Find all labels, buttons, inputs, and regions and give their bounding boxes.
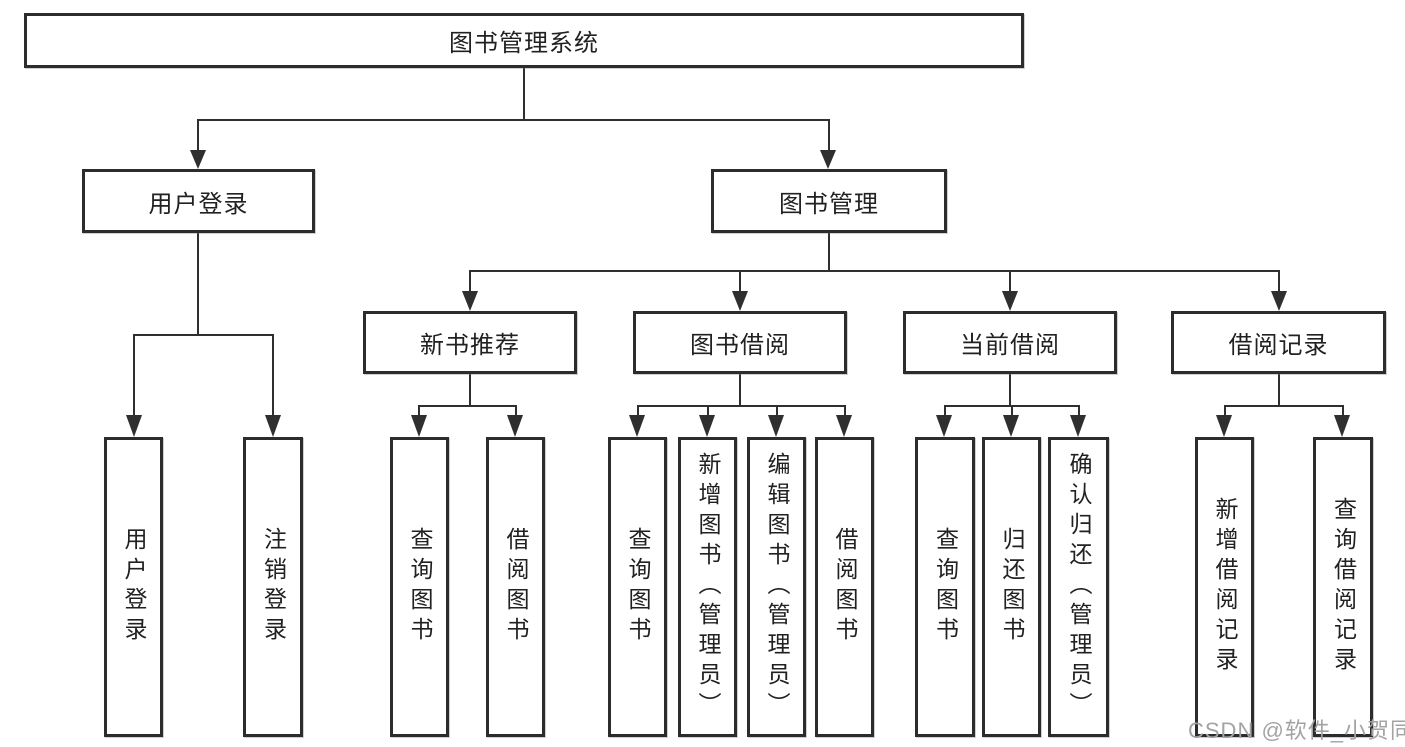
- leaf-query-books-current: 查询图书: [915, 437, 975, 737]
- connector-line: [1224, 405, 1344, 407]
- node-user-login-label: 用户登录: [148, 190, 249, 218]
- leaf-query-borrow-record: 查询借阅记录: [1313, 437, 1373, 737]
- leaf-add-borrow-record: 新增借阅记录: [1195, 437, 1254, 737]
- node-new-book-recommend-label: 新书推荐: [420, 332, 520, 359]
- node-borrow-records-label: 借阅记录: [1228, 332, 1329, 359]
- connector-line: [469, 270, 471, 293]
- connector-line: [1011, 405, 1013, 417]
- leaf-query-books-recommend: 查询图书: [390, 437, 449, 737]
- node-current-borrow-label: 当前借阅: [960, 332, 1060, 359]
- connector-line: [1009, 374, 1011, 407]
- leaf-confirm-return-admin: 确认归还（管理员）: [1048, 437, 1109, 737]
- leaf-confirm-return-admin-label: 确认归还（管理员）: [1066, 452, 1092, 722]
- arrow-down-icon: [411, 415, 427, 437]
- arrow-down-icon: [936, 415, 952, 437]
- connector-line: [739, 270, 741, 293]
- leaf-query-borrow-record-label: 查询借阅记录: [1330, 497, 1357, 677]
- connector-line: [637, 405, 846, 407]
- node-borrow-records: 借阅记录: [1171, 311, 1386, 374]
- leaf-logout-label: 注销登录: [260, 527, 287, 647]
- leaf-return-books: 归还图书: [982, 437, 1041, 737]
- arrow-down-icon: [1002, 291, 1018, 311]
- connector-line: [1342, 405, 1344, 417]
- csdn-watermark: CSDN @软件_小贺同学: [1188, 718, 1405, 743]
- connector-line: [944, 405, 946, 417]
- connector-line: [828, 119, 830, 152]
- arrow-down-icon: [699, 415, 715, 437]
- connector-line: [1078, 405, 1080, 417]
- arrow-down-icon: [820, 150, 836, 169]
- arrow-down-icon: [462, 291, 478, 311]
- leaf-borrow-books-recommend-label: 借阅图书: [503, 527, 529, 647]
- arrow-down-icon: [265, 415, 281, 437]
- connector-line: [828, 233, 830, 272]
- arrow-down-icon: [1271, 291, 1287, 311]
- leaf-query-books-recommend-label: 查询图书: [407, 527, 433, 647]
- leaf-borrow-books-label: 借阅图书: [832, 527, 858, 647]
- connector-line: [637, 405, 639, 417]
- leaf-query-books-current-label: 查询图书: [932, 527, 959, 647]
- arrow-down-icon: [1216, 415, 1232, 437]
- arrow-down-icon: [190, 150, 206, 169]
- leaf-return-books-label: 归还图书: [999, 527, 1025, 647]
- connector-line: [197, 233, 199, 336]
- connector-line: [469, 374, 471, 407]
- node-root: 图书管理系统: [24, 13, 1024, 68]
- leaf-user-login: 用户登录: [104, 437, 163, 737]
- connector-line: [844, 405, 846, 417]
- connector-line: [1278, 374, 1280, 407]
- connector-line: [1009, 270, 1011, 293]
- leaf-borrow-books-recommend: 借阅图书: [486, 437, 545, 737]
- arrow-down-icon: [836, 415, 852, 437]
- connector-line: [523, 68, 525, 120]
- arrow-down-icon: [1334, 415, 1350, 437]
- leaf-query-books-borrow-label: 查询图书: [625, 527, 651, 647]
- leaf-add-borrow-record-label: 新增借阅记录: [1212, 497, 1238, 677]
- node-book-management: 图书管理: [711, 169, 947, 233]
- node-current-borrow: 当前借阅: [903, 311, 1117, 374]
- leaf-edit-book-admin: 编辑图书（管理员）: [747, 437, 806, 737]
- node-new-book-recommend: 新书推荐: [363, 311, 577, 374]
- leaf-user-login-label: 用户登录: [121, 527, 147, 647]
- node-book-borrow: 图书借阅: [633, 311, 847, 374]
- arrow-down-icon: [126, 415, 142, 437]
- arrow-down-icon: [1003, 415, 1019, 437]
- arrow-down-icon: [768, 415, 784, 437]
- connector-line: [197, 119, 199, 152]
- connector-line: [515, 405, 517, 417]
- arrow-down-icon: [732, 291, 748, 311]
- connector-line: [469, 270, 1280, 272]
- node-book-borrow-label: 图书借阅: [690, 332, 790, 359]
- node-user-login: 用户登录: [82, 169, 315, 233]
- leaf-add-book-admin-label: 新增图书（管理员）: [695, 452, 721, 722]
- connector-line: [197, 119, 830, 121]
- connector-line: [418, 405, 420, 417]
- node-root-label: 图书管理系统: [449, 30, 599, 57]
- leaf-add-book-admin: 新增图书（管理员）: [678, 437, 737, 737]
- connector-line: [272, 334, 274, 420]
- connector-line: [133, 334, 135, 420]
- arrow-down-icon: [507, 415, 523, 437]
- connector-line: [776, 405, 778, 417]
- connector-line: [707, 405, 709, 417]
- node-book-management-label: 图书管理: [779, 190, 879, 218]
- connector-line: [1224, 405, 1226, 417]
- arrow-down-icon: [1070, 415, 1086, 437]
- leaf-logout: 注销登录: [243, 437, 303, 737]
- connector-line: [133, 334, 274, 336]
- connector-line: [418, 405, 517, 407]
- leaf-edit-book-admin-label: 编辑图书（管理员）: [764, 452, 790, 722]
- leaf-query-books-borrow: 查询图书: [608, 437, 667, 737]
- arrow-down-icon: [629, 415, 645, 437]
- connector-line: [1278, 270, 1280, 293]
- connector-line: [739, 374, 741, 407]
- leaf-borrow-books: 借阅图书: [815, 437, 874, 737]
